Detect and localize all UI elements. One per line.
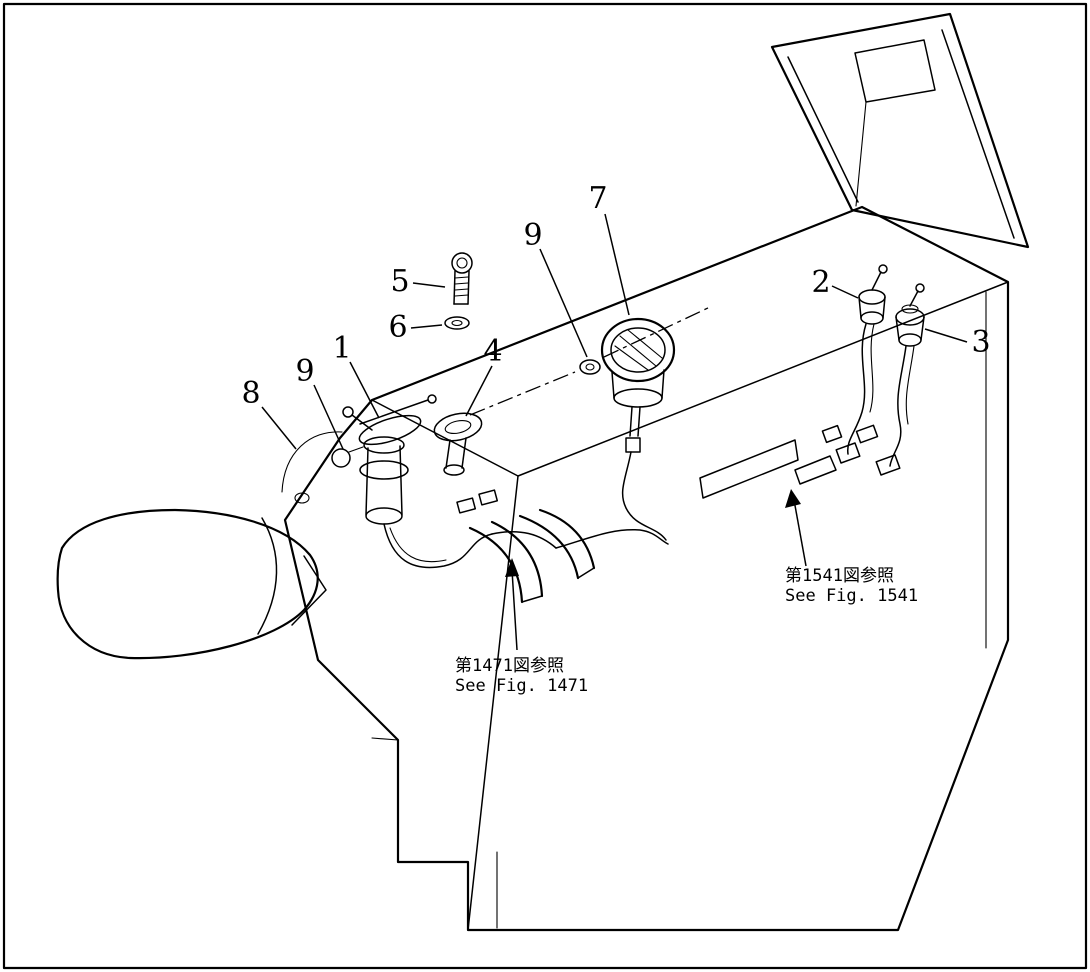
arrow-up-icon bbox=[505, 558, 519, 577]
sensor-wiring-harness bbox=[383, 489, 669, 569]
fig-reference-1471: 第1471図参照 See Fig. 1471 bbox=[455, 656, 588, 696]
reference-arrow-1541 bbox=[785, 489, 807, 567]
callout-7: 7 bbox=[588, 181, 607, 216]
callout-2: 2 bbox=[811, 265, 830, 300]
float-eyelet bbox=[579, 359, 601, 375]
callout-3: 3 bbox=[971, 325, 990, 360]
seat-cushion bbox=[56, 508, 327, 660]
fuel-gauge bbox=[600, 317, 676, 541]
callout-9-top: 9 bbox=[523, 218, 542, 253]
fig-reference-1541: 第1541図参照 See Fig. 1541 bbox=[785, 566, 918, 606]
tank-body bbox=[281, 205, 1010, 932]
fig-1471-en: See Fig. 1471 bbox=[455, 676, 588, 696]
fig-1471-jp: 第1471図参照 bbox=[455, 656, 564, 676]
reference-arrow-1471 bbox=[505, 558, 519, 651]
callout-9-left: 9 bbox=[295, 354, 314, 389]
fuel-sensor-assembly bbox=[331, 394, 483, 525]
callout-4: 4 bbox=[483, 334, 502, 369]
fig-1541-en: See Fig. 1541 bbox=[785, 586, 918, 606]
switch-wiring-harness bbox=[821, 323, 915, 476]
fig-1541-jp: 第1541図参照 bbox=[785, 566, 894, 586]
arrow-up-icon bbox=[785, 489, 801, 508]
switch-3 bbox=[895, 283, 925, 347]
callout-8: 8 bbox=[241, 376, 260, 411]
callout-6: 6 bbox=[388, 310, 407, 345]
callout-leader-lines bbox=[261, 213, 968, 450]
switch-2 bbox=[858, 264, 888, 325]
fuel-hoses bbox=[468, 508, 596, 604]
callout-1: 1 bbox=[332, 331, 351, 366]
bolt bbox=[451, 252, 473, 305]
washer bbox=[444, 316, 470, 330]
tank-lid bbox=[770, 12, 1030, 249]
callout-5: 5 bbox=[390, 264, 409, 299]
